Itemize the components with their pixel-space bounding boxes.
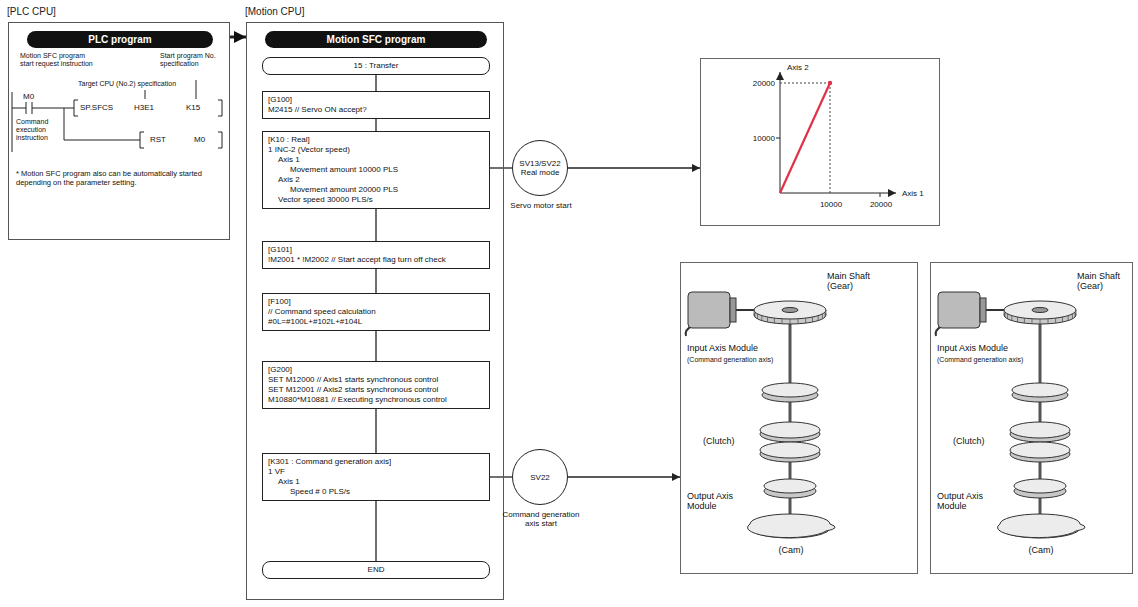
step-text: Movement amount 20000 PLS	[268, 185, 484, 195]
ladder-text: M0	[23, 92, 34, 101]
header-text: PLC program	[88, 34, 151, 45]
ladder-text: SP.SFCS	[80, 103, 113, 112]
graph-box: Axis 220000100001000020000Axis 1	[700, 58, 940, 226]
sfc-step: [K10 : Real]1 INC-2 (Vector speed)Axis 1…	[262, 131, 490, 209]
part-label: (Clutch)	[953, 436, 1003, 446]
sfc-terminal: END	[262, 561, 490, 579]
step-text: !M2001 * !M2002 // Start accept flag tur…	[268, 255, 484, 265]
part-label: Input Axis Module	[937, 343, 1033, 353]
sfc-transition: [G100]M2415 // Servo ON accept?	[262, 91, 490, 119]
step-text: END	[268, 565, 484, 575]
step-text: Movement amount 10000 PLS	[268, 165, 484, 175]
circle-text: SV13/SV22 Real mode	[513, 159, 567, 177]
mechanism-box: Main Shaft (Gear) Input Axis Module (Comma…	[930, 262, 1133, 574]
part-label: (Command generation axis)	[687, 356, 783, 364]
mode-circle: SV13/SV22 Real modeServo motor start	[512, 140, 568, 196]
axis-label: 10000	[813, 200, 849, 209]
ladder-text: M0	[194, 135, 205, 144]
sfc-step: [F100]// Command speed calculation#0L=#1…	[262, 293, 490, 331]
connector	[490, 167, 512, 168]
connector	[375, 209, 376, 241]
part-label: (Cam)	[1011, 545, 1071, 555]
axis-label: Axis 2	[787, 63, 809, 72]
step-text: Axis 1	[268, 155, 484, 165]
axis-label: 20000	[739, 79, 775, 88]
xy-chart	[776, 72, 896, 197]
panel-heading: [PLC CPU]	[7, 6, 56, 17]
connector	[375, 119, 376, 131]
program-header: PLC program	[27, 31, 213, 48]
step-text: #0L=#100L+#102L+#104L	[268, 317, 484, 327]
step-text: M2415 // Servo ON accept?	[268, 105, 484, 115]
ladder-text: Motion SFC program start request instruc…	[20, 52, 98, 68]
header-text: Motion SFC program	[327, 34, 426, 45]
part-label: (Cam)	[761, 545, 821, 555]
connector	[490, 476, 512, 477]
connector	[375, 75, 376, 91]
part-label: Main Shaft (Gear)	[827, 271, 883, 292]
connector	[230, 36, 246, 39]
connector	[568, 476, 680, 477]
connector	[375, 501, 376, 561]
connector	[375, 331, 376, 361]
step-text: [G200]	[268, 365, 484, 375]
footnote: * Motion SFC program also can be automat…	[16, 170, 224, 187]
ladder-text: H3E1	[134, 103, 154, 112]
mechanism-box: Main Shaft (Gear) Input Axis Module (Comma…	[680, 262, 918, 574]
connector	[375, 269, 376, 293]
axis-label: 20000	[863, 200, 899, 209]
step-text: 1 INC-2 (Vector speed)	[268, 145, 484, 155]
part-label: (Clutch)	[703, 436, 753, 446]
step-text: 15 : Transfer	[268, 61, 484, 71]
step-text: [F100]	[268, 297, 484, 307]
step-text: [G101]	[268, 245, 484, 255]
sfc-transition: [G101]!M2001 * !M2002 // Start accept fl…	[262, 241, 490, 269]
step-text: Axis 2	[268, 175, 484, 185]
step-text: SET M12001 // Axis2 starts synchronous c…	[268, 385, 484, 395]
step-text: Vector speed 30000 PLS/s	[268, 195, 484, 205]
axis-label: 10000	[739, 134, 775, 143]
step-text: M10880*M10881 // Executing synchronous c…	[268, 395, 484, 405]
ladder-diagram	[12, 80, 222, 152]
connector	[568, 167, 700, 168]
step-text: [K10 : Real]	[268, 135, 484, 145]
circle-caption: Command generation axis start	[499, 510, 583, 528]
mode-circle: SV22Command generation axis start	[512, 449, 568, 505]
circle-text: SV22	[526, 473, 554, 482]
step-text: // Command speed calculation	[268, 307, 484, 317]
connector	[375, 409, 376, 453]
part-label: Input Axis Module	[687, 343, 783, 353]
step-text: [G100]	[268, 95, 484, 105]
ladder-text: Start program No. specification	[160, 52, 226, 68]
part-label: Output Axis Module	[687, 491, 747, 512]
ladder-text: RST	[150, 135, 166, 144]
ladder-text: Command execution instruction	[16, 118, 60, 142]
sfc-terminal: 15 : Transfer	[262, 57, 490, 75]
program-header: Motion SFC program	[265, 31, 487, 48]
step-text: Speed # 0 PLS/s	[268, 487, 484, 497]
part-label: (Command generation axis)	[937, 356, 1033, 364]
step-text: [K301 : Command generation axis]	[268, 457, 484, 467]
ladder-text: Target CPU (No.2) specification	[78, 80, 202, 88]
sfc-step: [K301 : Command generation axis]1 VFAxis…	[262, 453, 490, 501]
step-text: Axis 1	[268, 477, 484, 487]
circle-caption: Servo motor start	[499, 201, 583, 210]
mechanism-illustration	[686, 292, 836, 538]
part-label: Output Axis Module	[937, 491, 997, 512]
step-text: 1 VF	[268, 467, 484, 477]
axis-label: Axis 1	[902, 189, 924, 198]
part-label: Main Shaft (Gear)	[1077, 271, 1133, 292]
cpu-panel: [Motion CPU]Motion SFC program15 : Trans…	[246, 22, 504, 600]
mechanism-illustration	[936, 292, 1086, 538]
sfc-transition: [G200]SET M12000 // Axis1 starts synchro…	[262, 361, 490, 409]
panel-heading: [Motion CPU]	[245, 6, 304, 17]
step-text: SET M12000 // Axis1 starts synchronous c…	[268, 375, 484, 385]
ladder-text: K15	[186, 103, 200, 112]
